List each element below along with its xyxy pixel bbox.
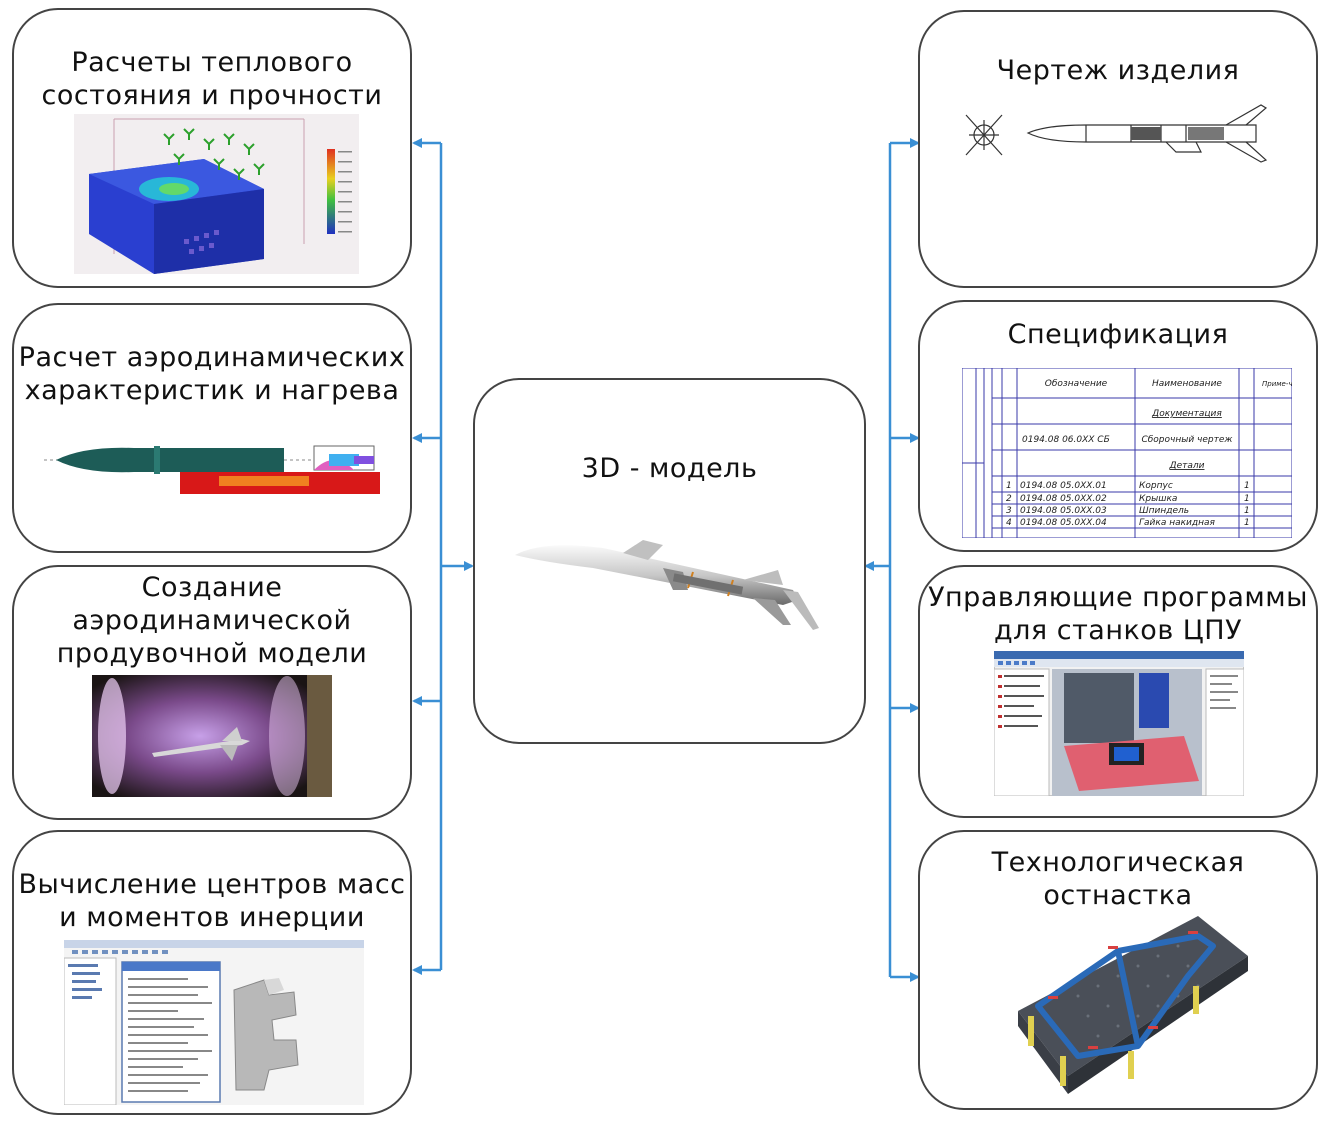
title-line: остнастка (1043, 880, 1193, 911)
title-line: состояния и прочности (41, 80, 383, 111)
title-line: продувочной модели (56, 638, 368, 669)
box-title: Расчет аэродинамических характеристик и … (14, 341, 410, 407)
spec-cell: 0194.08 05.0XX.01 (1020, 481, 1107, 491)
spec-cell: Детали (1169, 461, 1205, 471)
box-title: Управляющие программы для станков ЦПУ (920, 581, 1316, 647)
spec-cell: Крышка (1139, 494, 1177, 504)
center-title: 3D - модель (581, 453, 758, 484)
spec-cell: Документация (1151, 409, 1222, 419)
tooling-fixture-icon (1018, 916, 1248, 1094)
spec-cell: 1 (1244, 481, 1250, 491)
spec-cell: 4 (1006, 518, 1012, 528)
product-drawing-icon (965, 104, 1268, 163)
box-product-drawing: Чертеж изделия (918, 10, 1318, 288)
aerodynamic-heating-plot-icon (44, 445, 380, 494)
spec-cell: 0194.08 05.0XX.03 (1020, 506, 1107, 516)
title-line: аэродинамической (72, 605, 352, 636)
spec-cell: 1 (1244, 494, 1250, 504)
box-title: Расчеты теплового состояния и прочности (14, 46, 410, 112)
title-line: Расчеты теплового (71, 47, 353, 78)
box-aerodynamic-heating: Расчет аэродинамических характеристик и … (12, 303, 412, 553)
box-cnc-programs: Управляющие программы для станков ЦПУ (918, 565, 1318, 818)
spec-cell: Гайка накидная (1139, 518, 1215, 528)
spec-cell: 3 (1006, 506, 1012, 516)
cnc-program-screenshot-icon (994, 651, 1244, 796)
box-3d-model: 3D - модель (473, 378, 866, 744)
title-line: Создание (141, 572, 283, 603)
box-wind-tunnel-model: Создание аэродинамической продувочной мо… (12, 565, 412, 820)
box-title: Вычисление центров масс и моментов инерц… (14, 868, 410, 934)
title-line: характеристик и нагрева (24, 375, 400, 406)
missile-3d-model-icon (515, 540, 819, 630)
spec-cell: 1 (1244, 506, 1250, 516)
spec-cell: 2 (1006, 494, 1012, 504)
title-line: Управляющие программы (928, 582, 1308, 613)
box-thermal-strength: Расчеты теплового состояния и прочности (12, 8, 412, 288)
spec-cell: 0194.08 05.0XX.04 (1020, 518, 1107, 528)
spec-header-note: Приме-чание (1262, 380, 1292, 388)
title-line: Спецификация (1007, 319, 1229, 350)
spec-cell: 1 (1006, 481, 1012, 491)
title-line: Вычисление центров масс (18, 869, 406, 900)
mass-properties-window-icon (64, 940, 364, 1105)
box-specification: Спецификация Обозначение Наименование (918, 300, 1318, 552)
box-tooling: Технологическая остнастка (918, 830, 1318, 1110)
box-title: Создание аэродинамической продувочной мо… (14, 571, 410, 670)
spec-cell: 0194.08 05.0XX.02 (1020, 494, 1107, 504)
spec-cell: Корпус (1139, 481, 1173, 491)
box-title: 3D - модель (475, 452, 864, 485)
box-title: Технологическая остнастка (920, 846, 1316, 912)
title-line: Чертеж изделия (996, 55, 1240, 86)
title-line: Расчет аэродинамических (18, 342, 406, 373)
box-title: Чертеж изделия (920, 54, 1316, 87)
title-line: Технологическая (991, 847, 1245, 878)
title-line: для станков ЦПУ (993, 615, 1243, 646)
title-line: и моментов инерции (59, 902, 365, 933)
specification-table-icon: Обозначение Наименование Приме-чание Док… (962, 368, 1292, 538)
thermal-stress-simulation-icon (74, 114, 359, 274)
spec-header-name: Наименование (1152, 379, 1222, 389)
spec-cell: 0194.08 06.0XX СБ (1022, 435, 1110, 445)
box-mass-inertia: Вычисление центров масс и моментов инерц… (12, 830, 412, 1115)
spec-cell: Сборочный чертеж (1141, 435, 1233, 445)
box-title: Спецификация (920, 318, 1316, 351)
spec-header-code: Обозначение (1045, 379, 1108, 389)
wind-tunnel-photo-icon (92, 675, 332, 797)
spec-cell: 1 (1244, 518, 1250, 528)
spec-cell: Шпиндель (1139, 506, 1189, 516)
